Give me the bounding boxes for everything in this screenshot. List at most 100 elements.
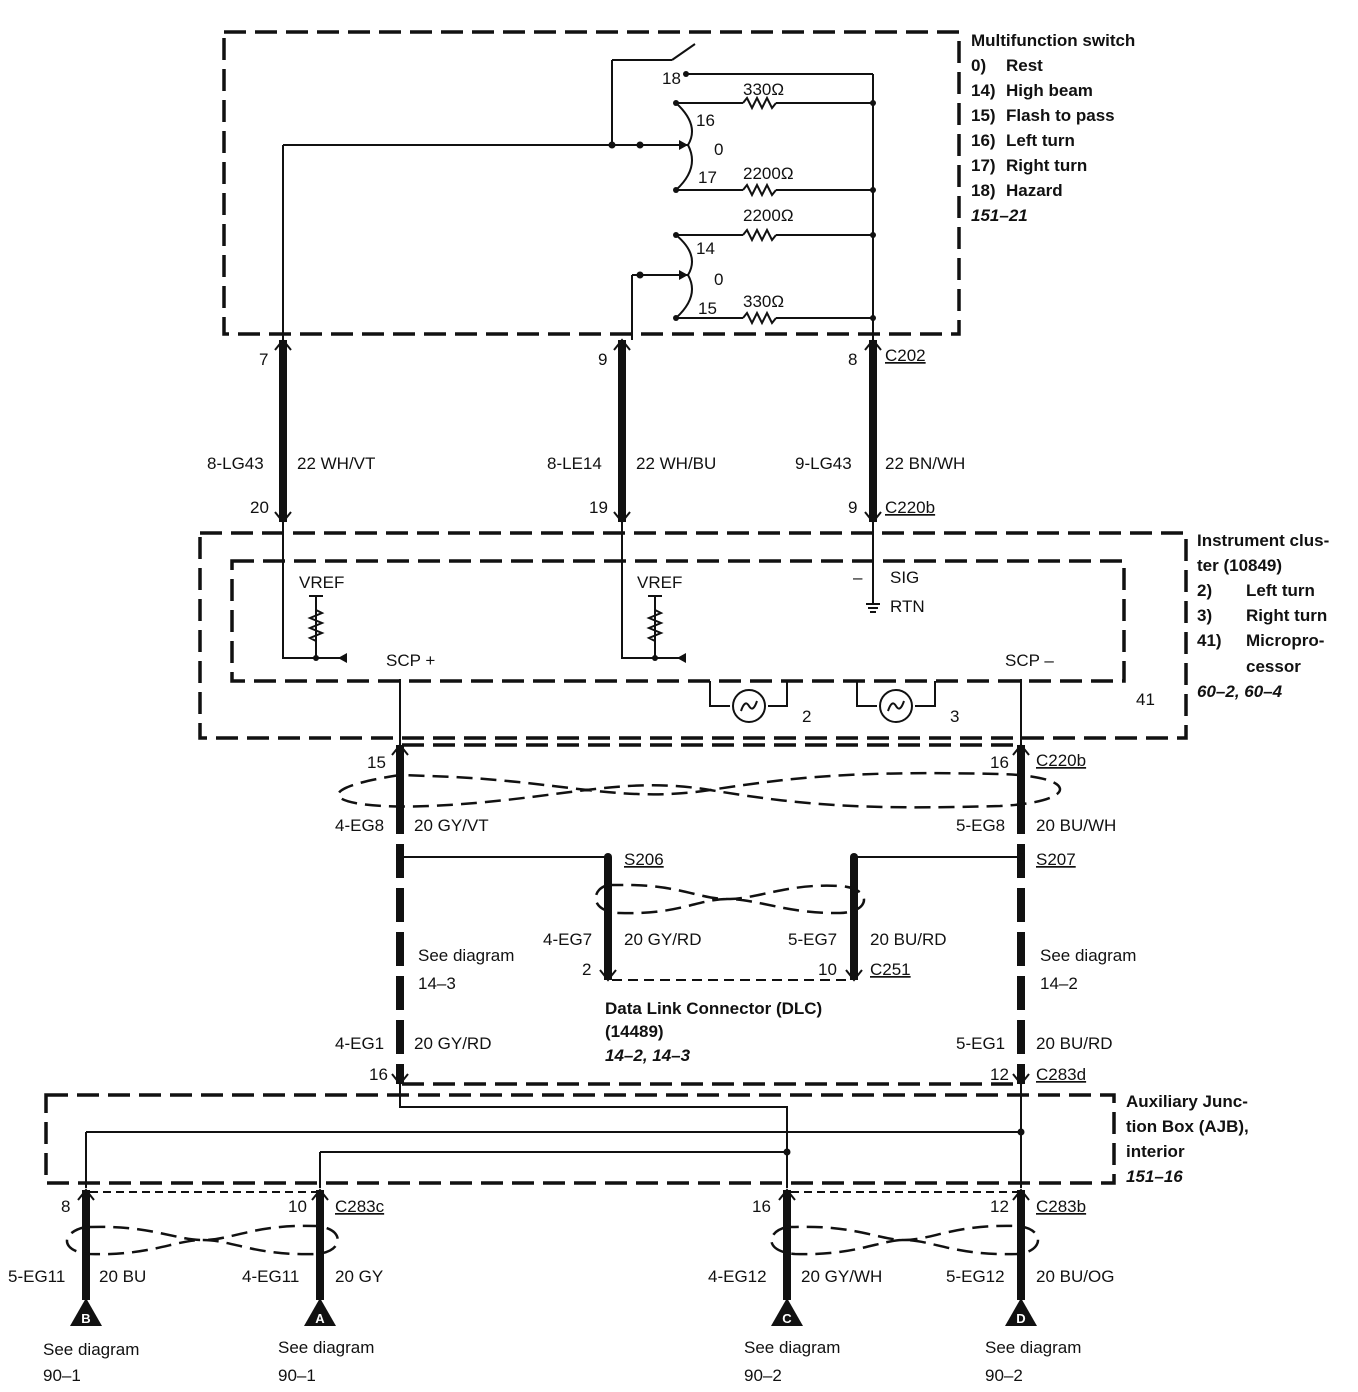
wire-spec: 20 GY/WH [801, 1267, 882, 1286]
position-label: High beam [1006, 81, 1093, 100]
resistor-330-lower [742, 310, 777, 326]
wire-circuit: 4-EG1 [335, 1034, 384, 1053]
bottom-harness: 8 10 C283c 16 12 C283b 5-EG11 20 BU 4-EG… [8, 1188, 1114, 1385]
wire-circuit: 4-EG12 [708, 1267, 767, 1286]
wire-circuit: 8-LE14 [547, 454, 602, 473]
switch-contact-dot [673, 187, 679, 193]
cluster-item-label: Left turn [1246, 581, 1315, 600]
c202-pin: 9 [598, 350, 607, 369]
switch-contact-dot [870, 187, 876, 193]
connector-arrow-icon [274, 511, 882, 524]
switch-contact-dot [870, 315, 876, 321]
switch-arrow-icon [679, 140, 688, 150]
cluster-title: ter (10849) [1197, 556, 1282, 575]
position-number: 0) [971, 56, 986, 75]
sig-minus-label: – [853, 568, 863, 587]
left-turn-lamp-icon [732, 689, 766, 723]
position-label: Flash to pass [1006, 106, 1115, 125]
position-number: 15) [971, 106, 996, 125]
c220b-pin: 20 [250, 498, 269, 517]
resistor-label: 2200Ω [743, 206, 794, 225]
wire-circuit: 4-EG8 [335, 816, 384, 835]
terminal-label: 0 [714, 270, 723, 289]
switch-contact-dot [636, 141, 644, 149]
wire-spec: 20 GY [335, 1267, 383, 1286]
module-id: 41 [1136, 690, 1155, 709]
c202-pin: 7 [259, 350, 268, 369]
twisted-pair-icon [594, 883, 866, 915]
see-diagram-ref: 90–1 [43, 1366, 81, 1385]
twisted-pair-icon [337, 771, 1062, 809]
dlc-pin: 2 [582, 960, 591, 979]
connector-arrow-icon [274, 338, 882, 351]
c283c-pin: 10 [288, 1197, 307, 1216]
dlc-part: (14489) [605, 1022, 664, 1041]
vref-label: VREF [637, 573, 682, 592]
switch-ref: 151–21 [971, 206, 1028, 225]
ajb-boundary [44, 1093, 1116, 1185]
switch-contact-dot [608, 141, 616, 149]
dlc-pin: 10 [818, 960, 837, 979]
upper-harness: 7 9 8 C202 8-LG43 22 WH/VT 8-LE14 22 WH/… [207, 338, 965, 524]
ajb-internal-wiring [85, 1084, 1022, 1188]
ajb-title: interior [1126, 1142, 1185, 1161]
instrument-cluster: VREF VREF – SIG RTN SCP + SCP – 2 3 41 I… [198, 522, 1329, 745]
bus-dashed-box [402, 743, 1021, 1086]
wire-spec: 20 BU/OG [1036, 1267, 1114, 1286]
switch-title: Multifunction switch [971, 31, 1135, 50]
rtn-label: RTN [890, 597, 925, 616]
see-diagram-text: See diagram [43, 1340, 139, 1359]
c283c-pin: 8 [61, 1197, 70, 1216]
see-diagram-ref: 14–2 [1040, 974, 1078, 993]
data-bus: 15 16 C220b 4-EG8 20 GY/VT 5-EG8 20 BU/W… [335, 743, 1136, 1086]
c220b-connector: C220b [1036, 751, 1086, 770]
c220b-pin: 16 [990, 753, 1009, 772]
vref-resistor [646, 609, 664, 642]
dlc-connector: C251 [870, 960, 911, 979]
cluster-item-label: cessor [1246, 657, 1301, 676]
position-number: 18) [971, 181, 996, 200]
vref-resistor [307, 609, 325, 642]
input-arrow-icon [338, 653, 347, 663]
switch-arrow-icon [679, 270, 688, 280]
cluster-title: Instrument clus- [1197, 531, 1329, 550]
position-label: Hazard [1006, 181, 1063, 200]
position-number: 16) [971, 131, 996, 150]
svg-text:D: D [1016, 1311, 1025, 1326]
wire-circuit: 9-LG43 [795, 454, 852, 473]
svg-text:A: A [315, 1311, 325, 1326]
switch-contact-dot [870, 100, 876, 106]
terminal-a-icon: A [304, 1298, 336, 1326]
switch-contact-dot [870, 232, 876, 238]
resistor-330-upper [742, 95, 777, 111]
wire-spec: 20 GY/RD [414, 1034, 491, 1053]
c220b-pin: 19 [589, 498, 608, 517]
see-diagram-text: See diagram [985, 1338, 1081, 1357]
wire-spec: 20 BU/RD [870, 930, 947, 949]
position-label: Rest [1006, 56, 1043, 75]
auxiliary-junction-box: Auxiliary Junc- tion Box (AJB), interior… [44, 1084, 1249, 1188]
wire-spec: 20 BU [99, 1267, 146, 1286]
c283b-pin: 16 [752, 1197, 771, 1216]
resistor-2200-upper [742, 182, 777, 198]
position-number: 14) [971, 81, 996, 100]
vref-label: VREF [299, 573, 344, 592]
resistor-2200-lower [742, 227, 777, 243]
wire-circuit: 4-EG7 [543, 930, 592, 949]
c202-connector: C202 [885, 346, 926, 365]
dlc-ref: 14–2, 14–3 [605, 1046, 691, 1065]
lamp-id: 2 [802, 707, 811, 726]
cluster-item-number: 41) [1197, 631, 1222, 650]
multifunction-switch: 18 16 0 17 14 0 15 330Ω 2200Ω 2200Ω 330Ω… [222, 30, 1135, 340]
wire-circuit: 5-EG12 [946, 1267, 1005, 1286]
connector-arrow-icon [77, 1188, 1030, 1201]
switch-contact-dot [636, 271, 644, 279]
terminal-label: 17 [698, 168, 717, 187]
cluster-item-number: 3) [1197, 606, 1212, 625]
wire-spec: 20 GY/VT [414, 816, 489, 835]
see-diagram-ref: 14–3 [418, 974, 456, 993]
splice-label: S207 [1036, 850, 1076, 869]
sig-label: SIG [890, 568, 919, 587]
c220b-connector: C220b [885, 498, 935, 517]
